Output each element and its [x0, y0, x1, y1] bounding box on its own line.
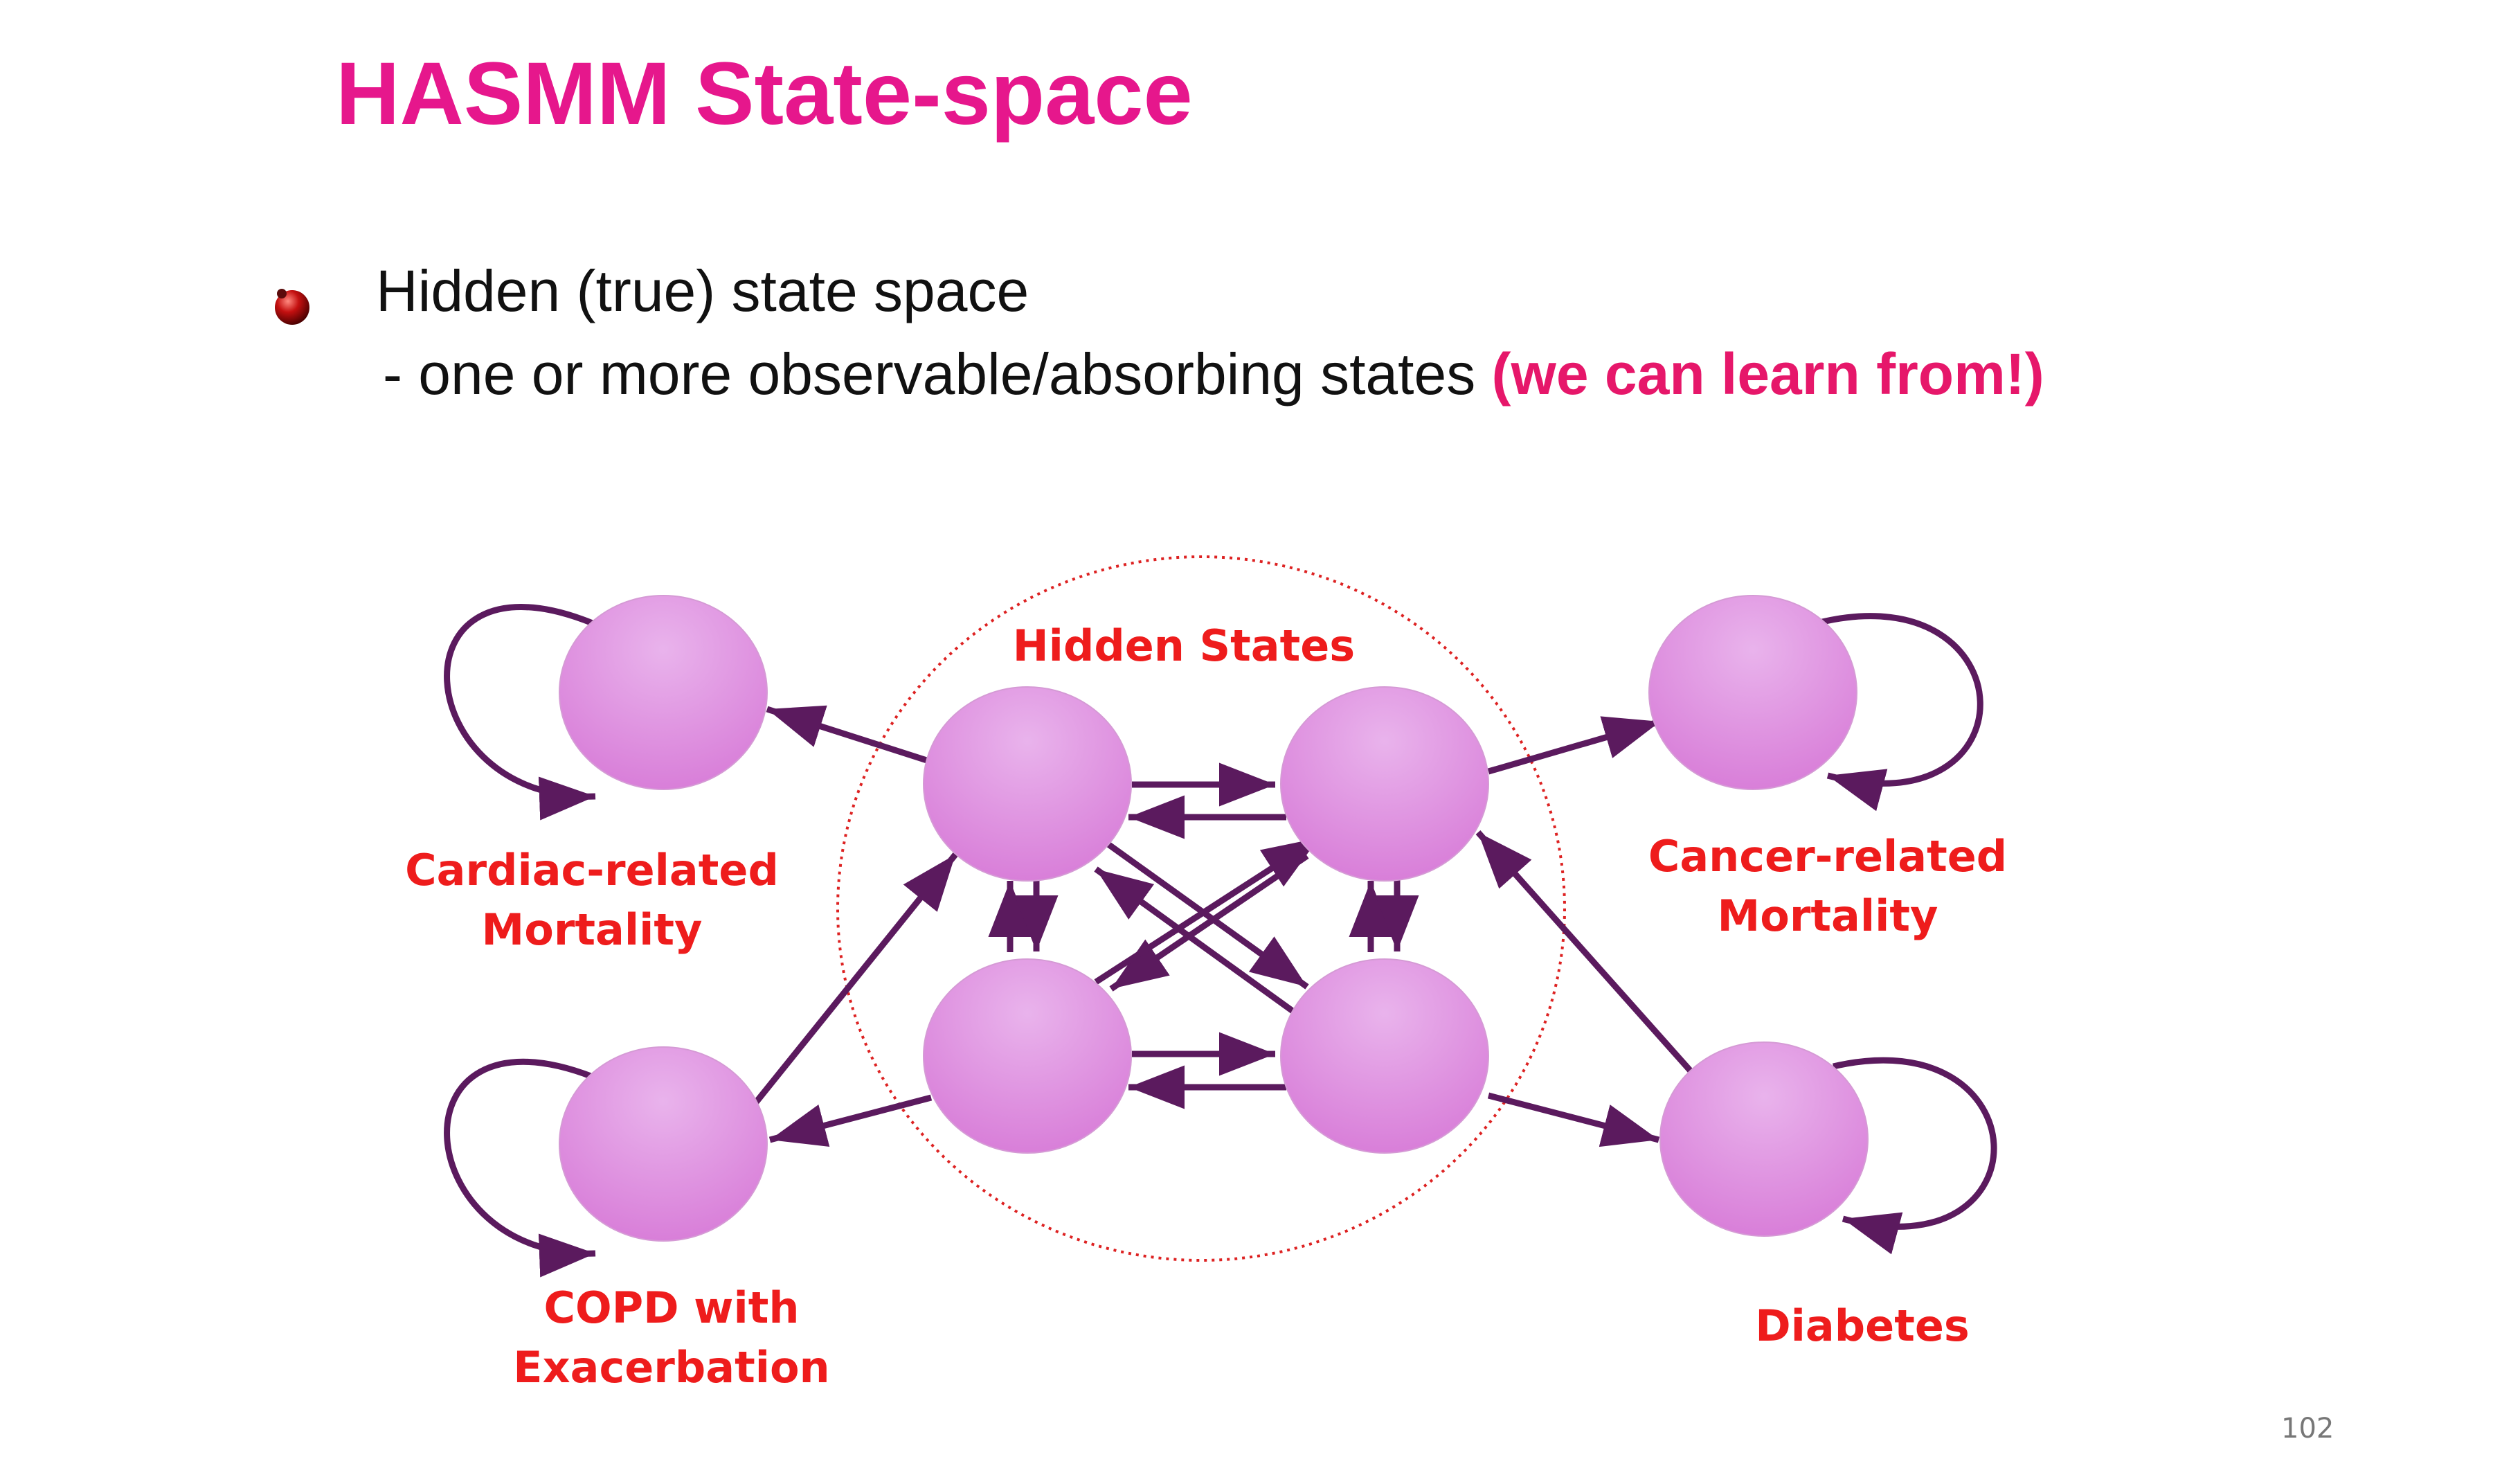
copd-label-line-2: Exacerbation: [513, 1342, 830, 1393]
arrow-h2-to-cancer: [1487, 716, 1662, 775]
state-node-cardiac: [559, 595, 768, 790]
bullet-text: Hidden (true) state space: [376, 258, 1029, 323]
self-loop-cancer: [1821, 613, 1983, 812]
self-loop-copd: [444, 1058, 596, 1278]
arrow-h3-to-h2: [1094, 835, 1321, 985]
hidden-states-boundary: [836, 555, 1566, 1262]
arrow-h4-to-diabetes: [1487, 1092, 1660, 1147]
arrow-h3-to-copd: [768, 1094, 933, 1147]
hidden-state-node-2: [1280, 686, 1489, 882]
bullet-subtext-highlight: (we can learn from!): [1491, 341, 2044, 406]
slide-title: HASMM State-space: [336, 44, 1193, 143]
cardiac-mortality-label: Cardiac-related Mortality: [388, 841, 796, 960]
cancer-label-line-1: Cancer-related: [1648, 831, 2008, 882]
bullet-subtext: - one or more observable/absorbing state…: [383, 345, 2044, 403]
hidden-states-label: Hidden States: [1012, 620, 1356, 671]
page-number: 102: [2281, 1413, 2334, 1445]
copd-label-line-1: COPD with: [543, 1282, 800, 1333]
red-sphere-bullet-icon: [275, 289, 309, 325]
self-loop-diabetes: [1832, 1057, 1997, 1255]
arrow-copd-to-h1: [750, 852, 958, 1109]
cardiac-label-line-1: Cardiac-related: [405, 845, 779, 895]
cardiac-label-line-2: Mortality: [481, 904, 703, 955]
state-node-diabetes: [1659, 1042, 1869, 1237]
diabetes-label-line-1: Diabetes: [1755, 1300, 1970, 1351]
self-loop-cardiac: [444, 604, 596, 821]
hidden-state-node-1: [923, 686, 1132, 882]
state-node-copd: [559, 1046, 768, 1242]
copd-exacerbation-label: COPD with Exacerbation: [471, 1278, 872, 1397]
arrow-diabetes-to-h2: [1475, 830, 1695, 1075]
arrow-h1-to-cardiac: [766, 705, 933, 765]
cancer-mortality-label: Cancer-related Mortality: [1627, 827, 2028, 946]
hidden-state-node-3: [923, 958, 1132, 1154]
hidden-state-node-4: [1280, 958, 1489, 1154]
state-node-cancer: [1648, 595, 1857, 790]
arrow-h4-to-h1: [1094, 866, 1297, 1015]
diabetes-label: Diabetes: [1662, 1296, 2063, 1356]
cancer-label-line-2: Mortality: [1717, 891, 1938, 941]
bullet-subtext-main: - one or more observable/absorbing state…: [383, 341, 1492, 406]
